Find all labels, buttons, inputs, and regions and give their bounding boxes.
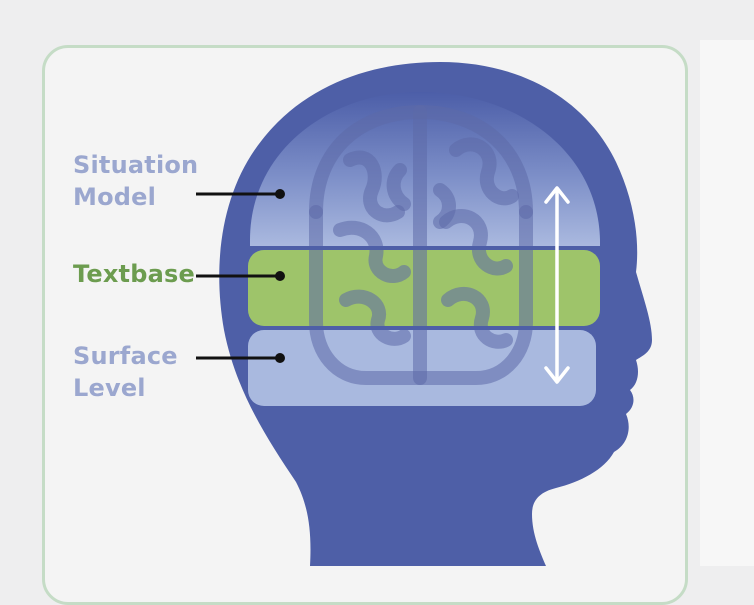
textbase-label-line1: Textbase bbox=[73, 260, 195, 288]
situation-model-dot bbox=[275, 189, 285, 199]
textbase-dot bbox=[275, 271, 285, 281]
situation-model-label-line2: Model bbox=[73, 183, 157, 211]
leader-lines bbox=[196, 192, 280, 360]
head-diagram bbox=[196, 62, 653, 566]
double-arrow-icon bbox=[544, 186, 570, 384]
surface-level-dot bbox=[275, 353, 285, 363]
situation-model-label-line1: Situation bbox=[73, 151, 199, 179]
surface-level-label-line1: Surface bbox=[73, 342, 178, 370]
situation-model-label: Situation Model bbox=[73, 149, 198, 213]
background-strip bbox=[700, 40, 754, 566]
surface-level-label: Surface Level bbox=[73, 340, 178, 404]
textbase-label: Textbase bbox=[73, 258, 195, 290]
brain-icon bbox=[309, 105, 533, 385]
surface-level-label-line2: Level bbox=[73, 374, 146, 402]
